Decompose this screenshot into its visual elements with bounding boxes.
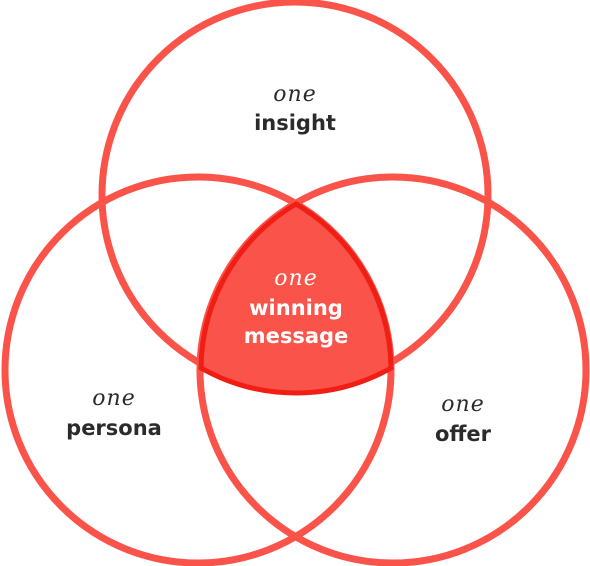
insight-label: insight: [254, 111, 336, 135]
center-prefix: one: [274, 266, 317, 291]
persona-prefix: one: [92, 386, 135, 411]
center-label-line1: winning: [249, 296, 343, 320]
center-intersection-region: [201, 204, 391, 394]
center-intersection-outline: [198, 201, 394, 396]
offer-label: offer: [435, 422, 492, 446]
offer-prefix: one: [441, 392, 484, 417]
insight-prefix: one: [273, 82, 316, 107]
circle-insight: [98, 0, 492, 392]
center-label-line2: message: [244, 324, 349, 348]
persona-label: persona: [66, 416, 162, 440]
